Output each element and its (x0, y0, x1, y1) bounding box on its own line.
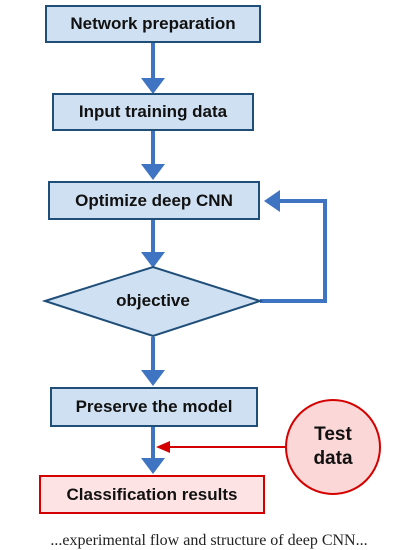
input-training-data-label: Input training data (78, 102, 228, 121)
classification-results-label: Classification results (66, 484, 238, 504)
test-data-circle: Test data (285, 399, 381, 495)
network-preparation-label: Network preparation (70, 14, 236, 33)
figure-caption: ...experimental flow and structure of de… (50, 532, 368, 549)
test-data-arrow (156, 441, 287, 453)
network-preparation-box: Network preparation (45, 5, 261, 43)
objective-label: objective (116, 291, 190, 310)
objective-label-wrap: objective (95, 288, 211, 314)
test-data-line1: Test (314, 424, 352, 445)
optimize-deep-cnn-label: Optimize deep CNN (75, 190, 233, 210)
flow-arrows (141, 42, 165, 474)
input-training-data-box: Input training data (52, 93, 254, 131)
objective-diamond (41, 265, 264, 338)
optimize-deep-cnn-box: Optimize deep CNN (48, 181, 260, 220)
feedback-loop-arrow (260, 190, 327, 303)
classification-results-box: Classification results (39, 475, 265, 514)
test-data-line2: data (313, 448, 353, 469)
preserve-model-label: Preserve the model (75, 397, 233, 416)
preserve-model-box: Preserve the model (50, 387, 258, 427)
